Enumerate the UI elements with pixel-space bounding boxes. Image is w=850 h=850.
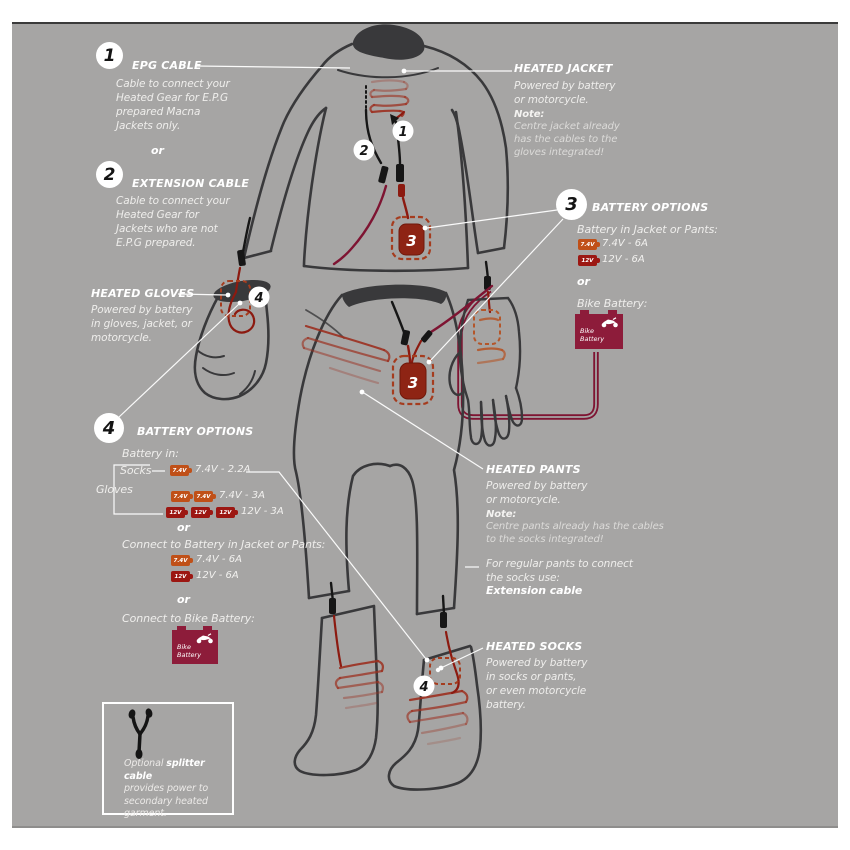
battery-terminal: [203, 626, 212, 631]
section1-badge: 1: [96, 42, 123, 69]
gloves-label: Gloves: [96, 483, 133, 496]
connect-jacket-pants-label: Connect to Battery in Jacket or Pants:: [122, 538, 326, 551]
battery-terminal: [608, 310, 617, 315]
battery-in-label: Battery in:: [122, 447, 179, 460]
battery-terminal: [177, 626, 186, 631]
heated-gloves-body: Powered by battery in gloves, jacket, or…: [91, 304, 193, 344]
regular-pants-body: For regular pants to connect the socks u…: [486, 558, 633, 584]
jacket-note-label: Note:: [514, 109, 545, 120]
chip-12v: 12V: [216, 507, 238, 518]
extension-cable-callout: Extension cable: [486, 584, 583, 597]
splitter-cable-box: [102, 702, 234, 815]
battery-terminal: [580, 310, 589, 315]
chip-12v: 12V: [171, 571, 193, 582]
motorcycle-icon: [601, 317, 618, 328]
jacket-rating-74-label: 7.4V - 6A: [196, 554, 242, 565]
or-divider-4a: or: [177, 521, 190, 534]
chip-7-4v: 7.4V: [194, 491, 216, 502]
or-divider-3: or: [577, 275, 590, 288]
extension-cable-title: EXTENSION CABLE: [132, 177, 250, 190]
extension-cable-body: Cable to connect your Heated Gear for Ja…: [116, 195, 230, 249]
battery-options-4-title: BATTERY OPTIONS: [137, 425, 254, 438]
heated-gloves-title: HEATED GLOVES: [91, 287, 195, 300]
bike-battery-label: Bike Battery: [580, 327, 605, 344]
chip-7-4v: 7.4V: [171, 555, 193, 566]
heated-pants-title: HEATED PANTS: [486, 463, 581, 476]
jacket-rating-12-label: 12V - 6A: [196, 570, 239, 581]
gloves-rating-74-label: 7.4V - 3A: [219, 490, 265, 501]
heated-socks-body: Powered by battery in socks or pants, or…: [486, 657, 588, 711]
heated-jacket-body: Powered by battery or motorcycle.: [514, 80, 616, 106]
section4-badge: 4: [94, 413, 124, 443]
epg-cable-title: EPG CABLE: [132, 59, 202, 72]
pants-note-label: Note:: [486, 509, 517, 520]
bike-battery-option-3: Bike Battery: [575, 310, 623, 349]
pants-note-body: Centre pants already has the cables to t…: [486, 521, 664, 546]
chip-7-4v: 7.4V: [170, 465, 192, 476]
or-divider-1: or: [151, 144, 164, 157]
splitter-cable-text: Optional splitter cable provides power t…: [124, 758, 226, 821]
chip-12v: 12V: [578, 255, 600, 266]
heated-jacket-title: HEATED JACKET: [514, 62, 613, 75]
splitter-text-pre: Optional: [124, 758, 167, 769]
chip-12v: 12V: [166, 507, 188, 518]
bike-battery-label: Bike Battery: [177, 643, 202, 660]
jacket-rating-12-label: 12V - 6A: [602, 254, 645, 265]
epg-cable-body: Cable to connect your Heated Gear for E.…: [116, 78, 230, 132]
or-divider-4b: or: [177, 593, 190, 606]
section3-badge: 3: [556, 189, 587, 220]
bike-battery-option-4: Bike Battery: [172, 626, 218, 664]
socks-label: Socks: [120, 464, 152, 477]
heated-pants-body: Powered by battery or motorcycle.: [486, 480, 588, 506]
socks-rating-label: 7.4V - 2.2A: [195, 464, 251, 475]
battery-in-jacket-pants-label: Battery in Jacket or Pants:: [577, 223, 718, 236]
chip-7-4v: 7.4V: [578, 239, 600, 250]
connect-bike-battery-label: Connect to Bike Battery:: [122, 612, 255, 625]
gloves-rating-12-label: 12V - 3A: [241, 506, 284, 517]
chip-12v: 12V: [191, 507, 213, 518]
splitter-text-bold: splitter cable: [124, 758, 205, 782]
heated-socks-title: HEATED SOCKS: [486, 640, 583, 653]
jacket-rating-74-label: 7.4V - 6A: [602, 238, 648, 249]
battery-options-3-title: BATTERY OPTIONS: [592, 201, 709, 214]
section2-badge: 2: [96, 161, 123, 188]
motorcycle-icon: [196, 633, 213, 644]
jacket-note-body: Centre jacket already has the cables to …: [514, 121, 620, 159]
splitter-text-rest: provides power to secondary heated garme…: [124, 783, 209, 820]
chip-7-4v: 7.4V: [171, 491, 193, 502]
